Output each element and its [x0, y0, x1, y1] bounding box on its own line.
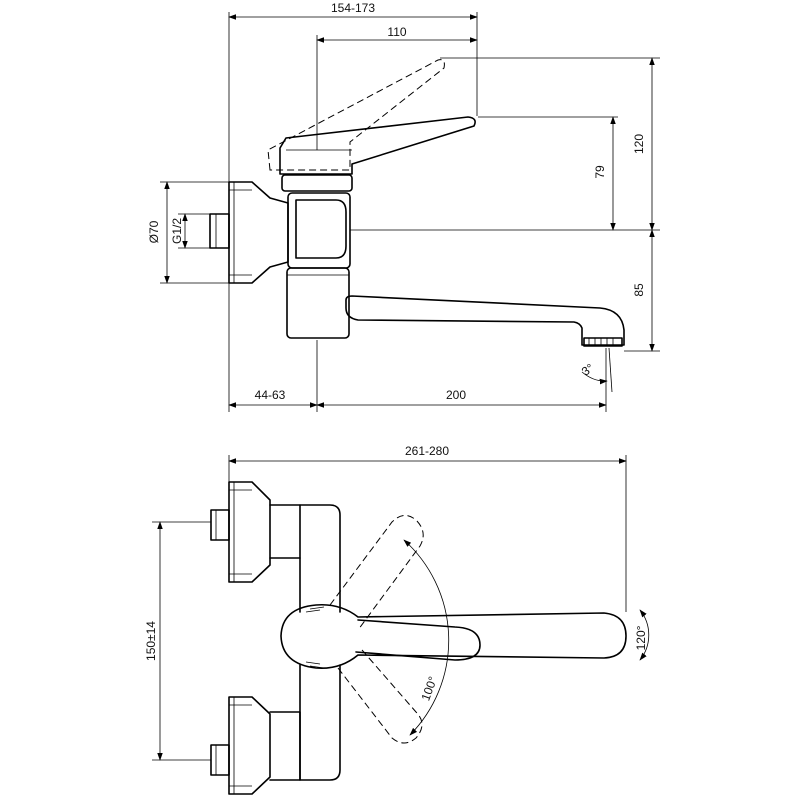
axis-height-label: 79: [593, 165, 607, 179]
spout-angle-label: 3°: [579, 361, 597, 379]
lever-reach-label: 110: [387, 25, 406, 39]
lever-swing-label: 100°: [418, 674, 440, 702]
front-dimension-labels: 261-280 150±14 100° 120°: [144, 444, 648, 703]
front-extension-lines: [152, 455, 627, 761]
front-dimension-lines: [157, 458, 627, 761]
spout-drop-label: 85: [632, 283, 646, 297]
lever: [279, 116, 476, 175]
wall-rosette: [228, 181, 289, 284]
lever-swing-outlines: [329, 515, 424, 744]
front-view: 261-280 150±14 100° 120°: [144, 444, 650, 795]
lever-raised-outline: [267, 59, 445, 171]
side-dimension-labels: 154-173 110 120 79 85 Ø70 G1/2 44-63 200…: [147, 1, 646, 402]
rosette-diameter-label: Ø70: [147, 220, 161, 243]
swing-arcs: [403, 539, 650, 736]
spout: [345, 295, 625, 347]
top-connection: [210, 481, 271, 583]
connection-centres-label: 150±14: [144, 621, 158, 661]
mixer-body: [286, 192, 351, 339]
lever-height-label: 120: [632, 134, 646, 154]
spout-swing-label: 120°: [634, 625, 648, 650]
overall-depth-label: 154-173: [331, 1, 375, 15]
side-extension-lines: [160, 12, 660, 412]
side-view: 154-173 110 120 79 85 Ø70 G1/2 44-63 200…: [147, 1, 660, 412]
front-lever: [280, 603, 627, 670]
overall-width-label: 261-280: [405, 444, 449, 458]
bottom-connection: [210, 696, 271, 795]
wall-offset-label: 44-63: [255, 388, 286, 402]
side-dimension-lines: [164, 14, 655, 408]
front-mixer-body: [269, 504, 341, 781]
handle-cap: [281, 174, 353, 192]
water-connection-stub: [209, 213, 230, 249]
thread-label: G1/2: [170, 218, 184, 244]
aerator: [583, 337, 623, 347]
spout-projection-label: 200: [446, 388, 466, 402]
